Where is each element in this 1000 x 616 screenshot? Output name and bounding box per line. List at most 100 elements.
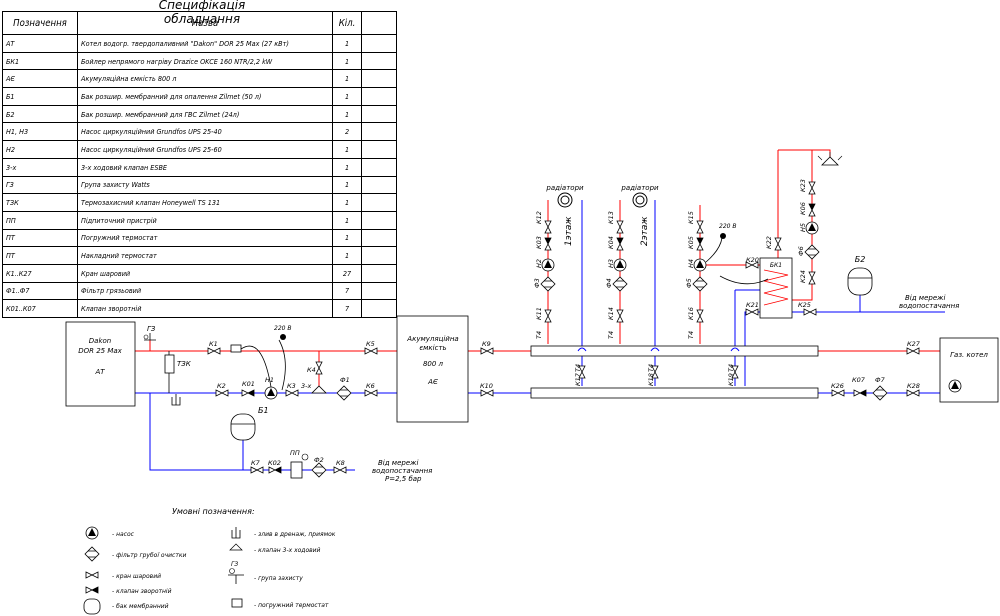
water-supply-1-line1: Від мережі — [378, 459, 418, 467]
label-f5: Ф5 — [685, 278, 693, 288]
spec-header-code: Позначення — [2, 11, 78, 35]
label-n3: Н3 — [607, 259, 615, 268]
label-k17: К17 — [574, 372, 582, 386]
label-k14: К14 — [607, 307, 615, 320]
legend-item-pump: - насос — [112, 531, 135, 538]
boiler-code: АТ — [94, 368, 105, 376]
label-t4-3: Т4 — [687, 331, 695, 339]
label-f2: Ф2 — [314, 456, 324, 464]
spec-header-name: Назва — [77, 11, 333, 35]
label-n2: Н2 — [535, 259, 543, 268]
label-k5: К5 — [366, 340, 375, 348]
label-k1: К1 — [209, 340, 218, 348]
spec-cell-blank — [361, 299, 397, 318]
component-labels: К1 К2 К01 Н1 К3 К4 3-х К5 Ф1 К6 К7 К02 П… — [209, 179, 921, 467]
radiators-floor1: радіатори 1этаж — [545, 184, 584, 246]
label-k01: К01 — [242, 380, 255, 388]
water-supply-2-line1: Від мережі — [905, 294, 945, 302]
expansion-tank-b1: Б1 — [230, 406, 269, 441]
boiler-name: Dakon — [89, 337, 111, 345]
label-k04: К04 — [607, 236, 615, 249]
floor1-label: 1этаж — [564, 216, 574, 246]
water-supply-labels: Від мережі водопостачання P=2,5 бар Від … — [372, 294, 959, 483]
radiators-label-1: радіатори — [545, 184, 584, 192]
legend: Умовні позначення: - насос - фільтр груб… — [83, 507, 336, 615]
voltage-2: 220 В — [719, 223, 736, 230]
label-k19: К19 — [727, 373, 735, 386]
label-k4: К4 — [307, 366, 316, 374]
tzk-label: ТЗК — [177, 360, 192, 368]
label-k2: К2 — [217, 382, 226, 390]
return-manifold — [530, 387, 819, 399]
gas-boiler-label: Газ. котел — [950, 351, 988, 359]
label-k18: К18 — [647, 373, 655, 386]
label-n4: Н4 — [687, 259, 695, 268]
spec-header-row: Позначення Назва Кіл. — [2, 11, 397, 35]
legend-item-filter: - фільтр грубої очистки — [112, 552, 186, 559]
tank-volume: 800 л — [423, 360, 444, 368]
expansion-tank-b2: Б2 — [847, 255, 873, 296]
gz-label: ГЗ — [147, 325, 156, 333]
legend-item-ball-valve: - кран шаровий — [112, 573, 161, 580]
indirect-boiler-bk1: БК1 — [759, 257, 793, 319]
label-k28: К28 — [907, 382, 920, 390]
label-k3: К3 — [287, 382, 296, 390]
label-n1: Н1 — [265, 376, 274, 384]
legend-item-three-way: - клапан 3-х ходовий — [254, 547, 321, 554]
label-f1: Ф1 — [340, 376, 350, 384]
radiators-floor2: радіатори 2этаж — [620, 184, 659, 246]
legend-title: Умовні позначення: — [172, 507, 255, 516]
label-k11: К11 — [535, 307, 543, 320]
water-supply-1-line2: водопостачання — [372, 467, 432, 475]
label-k24: К24 — [799, 270, 807, 283]
label-k10: К10 — [480, 382, 493, 390]
thermal-valve-tzk: ТЗК — [164, 351, 192, 406]
label-t4-4: Т4 — [574, 364, 582, 372]
water-supply-pressure: P=2,5 бар — [385, 475, 422, 483]
label-k6: К6 — [366, 382, 375, 390]
label-f7: Ф7 — [875, 376, 886, 384]
legend-item-safety-group: - група захисту — [254, 575, 303, 582]
label-t4-5: Т4 — [647, 364, 655, 372]
label-k03: К03 — [535, 236, 543, 249]
legend-item-thermostat: - погружний термостат — [254, 602, 329, 609]
boiler-model: DOR 25 Max — [78, 347, 122, 355]
label-k23: К23 — [799, 179, 807, 192]
voltage-1: 220 В — [274, 325, 291, 332]
label-k22: К22 — [765, 236, 773, 249]
bk1-label: БК1 — [770, 262, 782, 269]
label-k26: К26 — [831, 382, 844, 390]
label-k06: К06 — [799, 202, 807, 215]
spec-header-blank — [361, 11, 397, 35]
legend-gz-label: ГЗ — [231, 561, 238, 568]
label-pp: ПП — [290, 449, 300, 457]
solid-fuel-boiler: Dakon DOR 25 Max АТ — [65, 321, 136, 407]
tank-line2: ємкість — [419, 344, 446, 352]
tank-line1: Акумуляційна — [406, 335, 458, 343]
label-k27: К27 — [907, 340, 921, 348]
label-k02: К02 — [268, 459, 281, 467]
gas-boiler: Газ. котел — [939, 337, 999, 403]
accumulator-tank: Акумуляційна ємкість 800 л АЄ — [396, 315, 469, 423]
water-supply-2-line2: водопостачання — [899, 302, 959, 310]
label-k21: К21 — [746, 301, 759, 309]
legend-item-check-valve: - клапан зворотній — [112, 588, 172, 595]
fittings: 220 В 220 В — [207, 152, 920, 479]
label-n5: Н5 — [799, 223, 807, 232]
spec-cell-code: К01..К07 — [2, 299, 78, 318]
b1-label: Б1 — [258, 406, 269, 415]
radiators-label-2: радіатори — [620, 184, 659, 192]
label-k12: К12 — [535, 211, 543, 224]
label-k7: К7 — [251, 459, 261, 467]
b2-label: Б2 — [855, 255, 866, 264]
